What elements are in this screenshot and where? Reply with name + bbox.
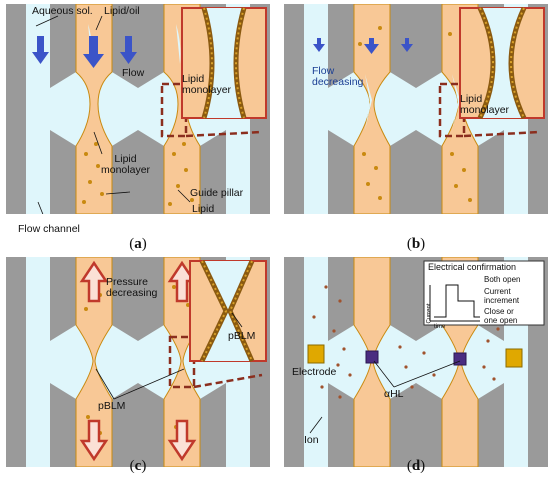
panel-a-diagram: [6, 4, 270, 214]
panel-d: Electrical confirmation Both open Curren…: [284, 257, 548, 467]
lipid-label: Lipid: [192, 203, 215, 215]
ion-label: Ion: [304, 434, 319, 446]
pressure-decreasing-label: Pressure decreasing: [106, 276, 158, 299]
caption-a: (a): [129, 236, 147, 252]
inset-pblm-label: pBLM: [228, 330, 256, 342]
electrode-right: [505, 348, 523, 368]
guide-pillar-label: Guide pillar: [190, 187, 244, 199]
ahl-label: αHL: [384, 388, 404, 400]
inset-c: [189, 259, 267, 363]
inset-b: [459, 6, 545, 120]
inset-monolayer-label-a: Lipid monolayer: [182, 73, 232, 96]
panel-a: Aqueous sol. Lipid/oil Flow Lipid monola…: [6, 4, 270, 214]
ahl-proteins: [365, 350, 467, 366]
electrode-left: [307, 344, 325, 364]
flow-label: Flow: [122, 67, 145, 79]
pressure-arrow-up-right: [167, 260, 197, 303]
flow-decreasing-label: Flow decreasing: [312, 65, 364, 88]
caption-d: (d): [406, 458, 426, 474]
flow-arrow-1: [313, 38, 325, 52]
lipid-oil-band-left: [75, 4, 113, 214]
flow-arrows: [313, 38, 413, 54]
lipid-oil-band-left: [353, 4, 391, 214]
both-open-label: Both open: [484, 275, 521, 284]
flow-arrow-1: [32, 36, 49, 64]
pressure-arrow-down-left: [79, 419, 109, 462]
ions: [312, 285, 500, 399]
flow-arrow-3: [401, 38, 413, 52]
time-axis-label: time: [434, 324, 446, 330]
inset-monolayer-label-b: Lipid monolayer: [460, 93, 510, 116]
flow-arrows: [32, 36, 137, 68]
pressure-arrows: [79, 260, 197, 462]
caption-b: (b): [406, 236, 426, 252]
pressure-arrow-up-left: [79, 260, 109, 303]
inset-a: [181, 7, 267, 119]
close-or-one-open-label: Close or one open: [484, 307, 518, 325]
lipid-oil-label: Lipid/oil: [104, 5, 140, 17]
aqueous-label: Aqueous sol.: [32, 5, 93, 17]
electrical-confirmation-box: [423, 260, 545, 326]
ahl-protein-left: [365, 350, 379, 364]
current-increment-label: Current increment: [484, 287, 520, 305]
flow-arrow-2: [364, 38, 379, 54]
panel-c-diagram: [6, 257, 270, 467]
center-pblm-label: pBLM: [98, 400, 126, 412]
panel-c: Pressure decreasing pBLM pBLM: [6, 257, 270, 467]
ahl-protein-right: [453, 352, 467, 366]
electrode-label: Electrode: [292, 366, 337, 378]
pressure-arrow-down-right: [167, 419, 197, 462]
electrical-confirmation-label: Electrical confirmation: [428, 262, 517, 272]
center-monolayer-label: Lipid monolayer: [101, 153, 151, 176]
flow-channel-label: Flow channel: [18, 223, 80, 235]
current-axis-label: Current: [426, 303, 433, 324]
flow-arrow-2: [83, 36, 104, 68]
panel-d-diagram: [284, 257, 548, 467]
flow-arrow-3: [120, 36, 137, 64]
panel-b: Flow decreasing Lipid monolayer: [284, 4, 548, 214]
caption-c: (c): [129, 458, 147, 474]
panel-b-diagram: [284, 4, 548, 214]
